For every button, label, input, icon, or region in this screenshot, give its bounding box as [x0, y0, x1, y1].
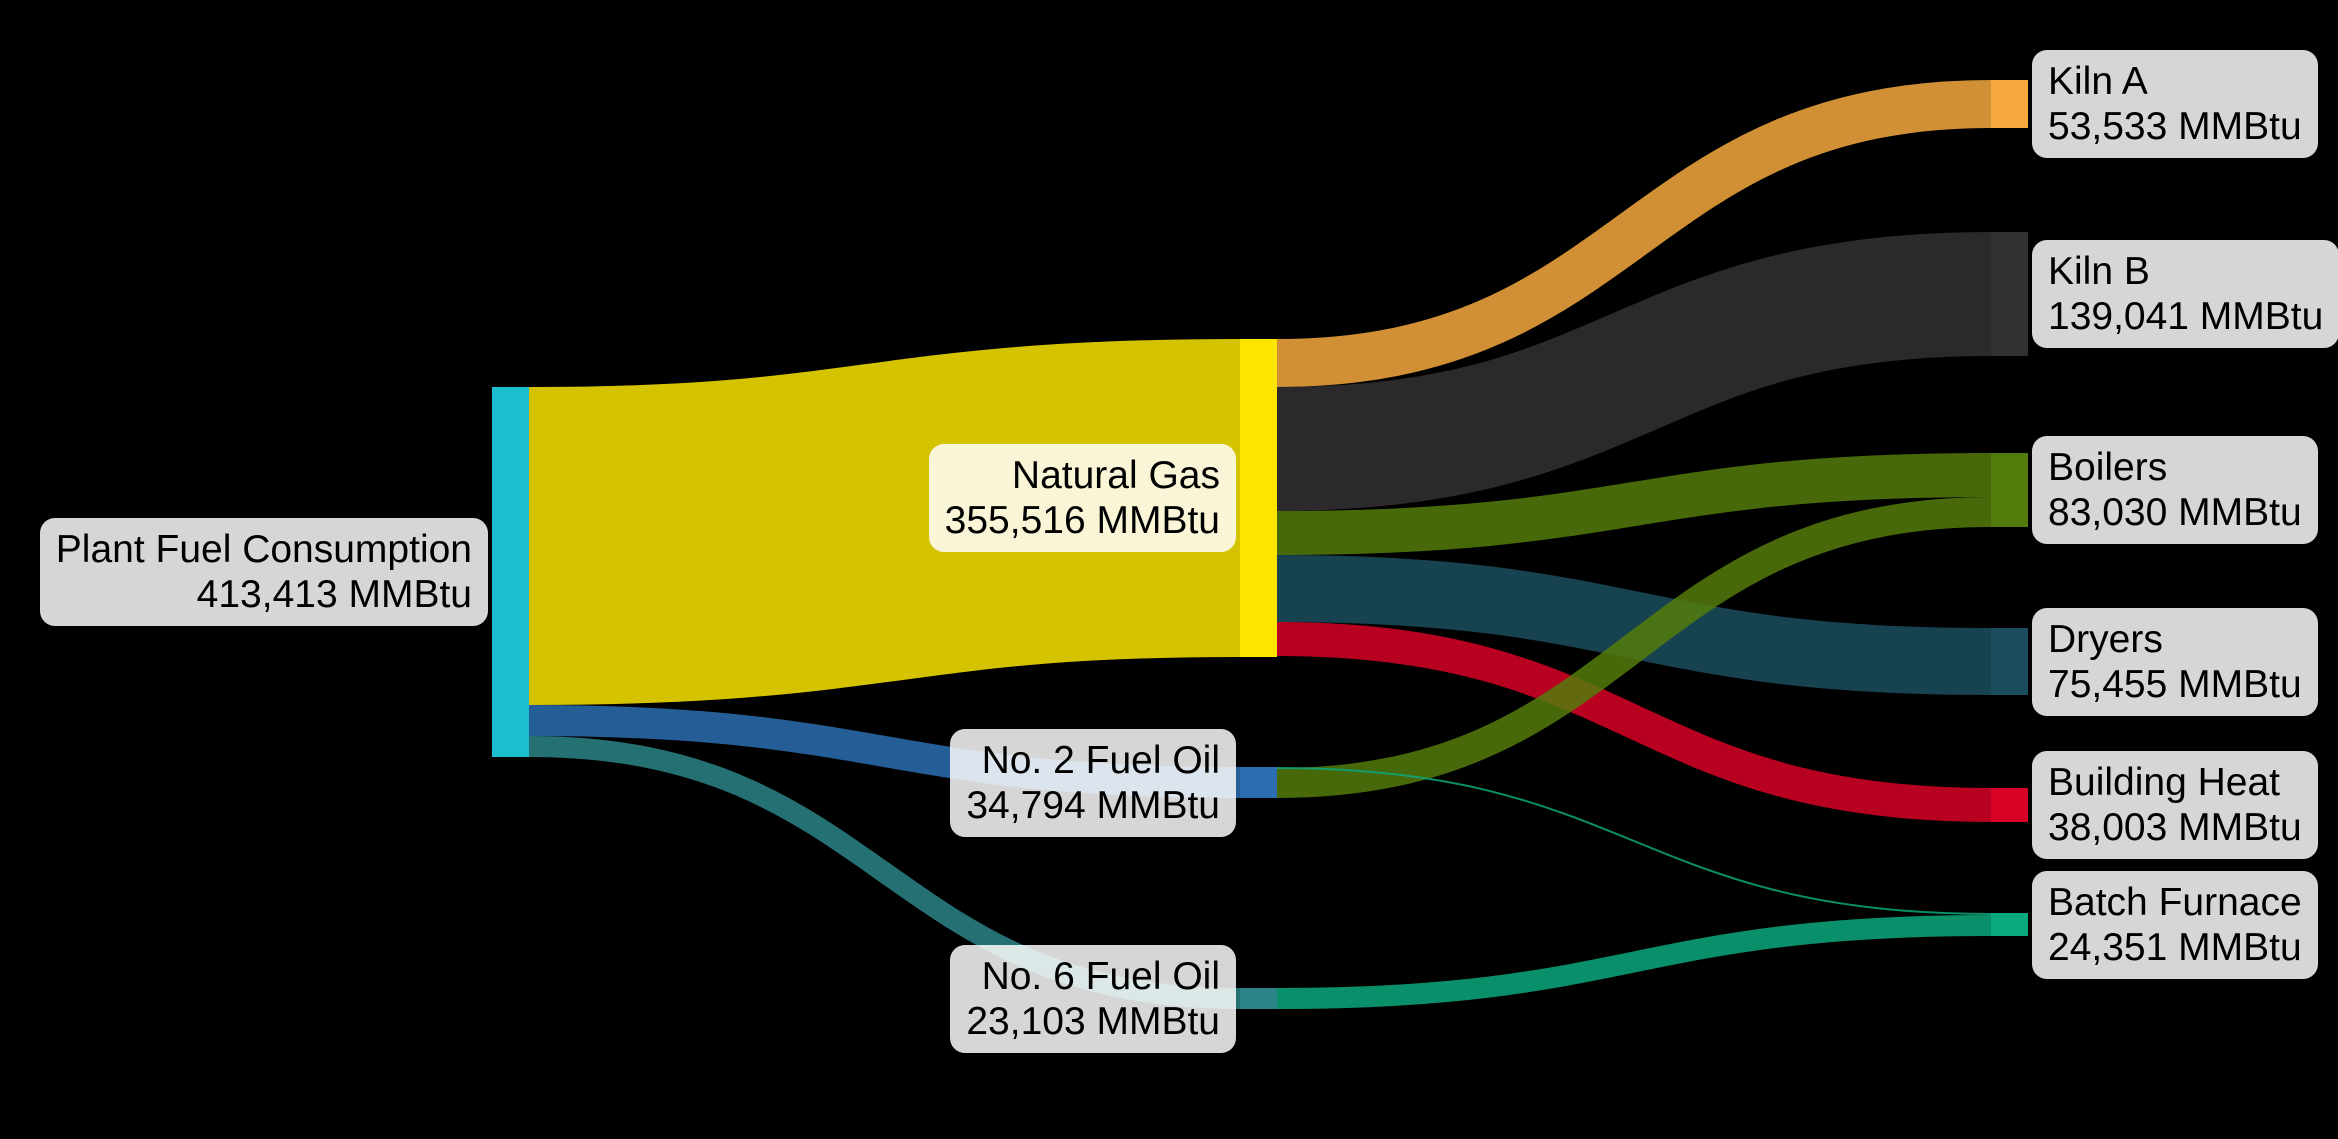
node-bar-plant[interactable]	[492, 387, 529, 757]
node-bar-no2_fuel_oil[interactable]	[1240, 767, 1277, 798]
node-value-text: 53,533 MMBtu	[2048, 105, 2302, 148]
node-bar-natural_gas[interactable]	[1240, 339, 1277, 657]
node-name-text: No. 6 Fuel Oil	[981, 954, 1220, 998]
node-value-text: 413,413 MMBtu	[196, 573, 472, 616]
node-name-text: Plant Fuel Consumption	[55, 528, 472, 571]
node-bar-kiln_a[interactable]	[1991, 80, 2028, 128]
node-value-text: 83,030 MMBtu	[2048, 491, 2302, 534]
node-value-text: 38,003 MMBtu	[2048, 806, 2302, 849]
node-name-text: Boilers	[2048, 446, 2168, 489]
node-bar-boilers[interactable]	[1991, 453, 2028, 527]
node-bar-building_heat[interactable]	[1991, 788, 2028, 822]
node-name-text: Kiln B	[2048, 250, 2150, 293]
node-name-text: Dryers	[2048, 617, 2163, 661]
node-value-text: 24,351 MMBtu	[2048, 925, 2302, 969]
flow-natural_gas-to-building_heat[interactable]	[1276, 622, 1992, 822]
flow-no2_fuel_oil-to-boilers[interactable]	[1276, 497, 1992, 798]
node-bar-no6_fuel_oil[interactable]	[1240, 988, 1277, 1009]
node-value-text: 34,794 MMBtu	[966, 783, 1220, 827]
nodes-layer	[492, 80, 2028, 1009]
node-bar-dryers[interactable]	[1991, 628, 2028, 695]
node-name-text: Batch Furnace	[2048, 880, 2302, 924]
node-name-text: Building Heat	[2048, 761, 2280, 804]
node-name-text: No. 2 Fuel Oil	[981, 738, 1220, 782]
node-name-text: Natural Gas	[1011, 454, 1220, 497]
flow-natural_gas-to-kiln_a[interactable]	[1276, 80, 1992, 387]
node-name-text: Kiln A	[2048, 60, 2148, 103]
node-bar-batch_furnace[interactable]	[1991, 913, 2028, 936]
flow-no2_fuel_oil-to-batch_furnace[interactable]	[1276, 767, 1992, 915]
node-value-text: 75,455 MMBtu	[2048, 662, 2302, 706]
node-value-text: 23,103 MMBtu	[966, 999, 1220, 1043]
node-bar-kiln_b[interactable]	[1991, 232, 2028, 356]
flow-natural_gas-to-dryers[interactable]	[1276, 555, 1992, 695]
node-value-text: 355,516 MMBtu	[944, 499, 1220, 542]
node-value-text: 139,041 MMBtu	[2048, 295, 2324, 338]
flow-no6_fuel_oil-to-batch_furnace[interactable]	[1276, 915, 1992, 1009]
flow-natural_gas-to-kiln_b[interactable]	[1276, 232, 1992, 511]
flow-natural_gas-to-boilers[interactable]	[1276, 453, 1992, 555]
